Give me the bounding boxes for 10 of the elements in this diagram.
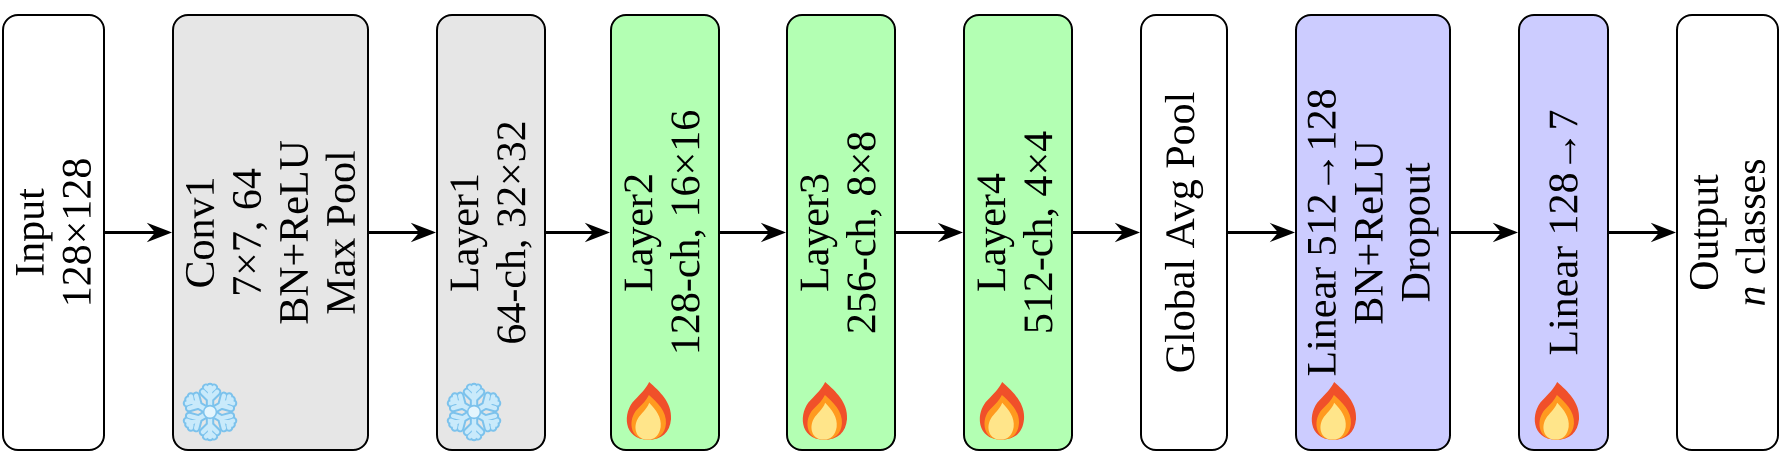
layer-box: Layer1 64-ch, 32×32 bbox=[436, 14, 546, 451]
input-box: Input 128×128 bbox=[2, 14, 105, 451]
layer-box: Linear 512→128 BN+ReLU Dropout bbox=[1295, 14, 1451, 451]
layer-box: Conv1 7×7, 64 BN+ReLU Max Pool bbox=[172, 14, 369, 451]
layer-box: Layer3 256-ch, 8×8 bbox=[786, 14, 896, 451]
layer-box: Layer2 128-ch, 16×16 bbox=[610, 14, 720, 451]
layer-box: Layer4 512-ch, 4×4 bbox=[963, 14, 1073, 451]
output-box: Output n classes bbox=[1676, 14, 1779, 451]
pooling-box: Global Avg Pool bbox=[1140, 14, 1228, 451]
layer-box: Linear 128→7 bbox=[1518, 14, 1609, 451]
